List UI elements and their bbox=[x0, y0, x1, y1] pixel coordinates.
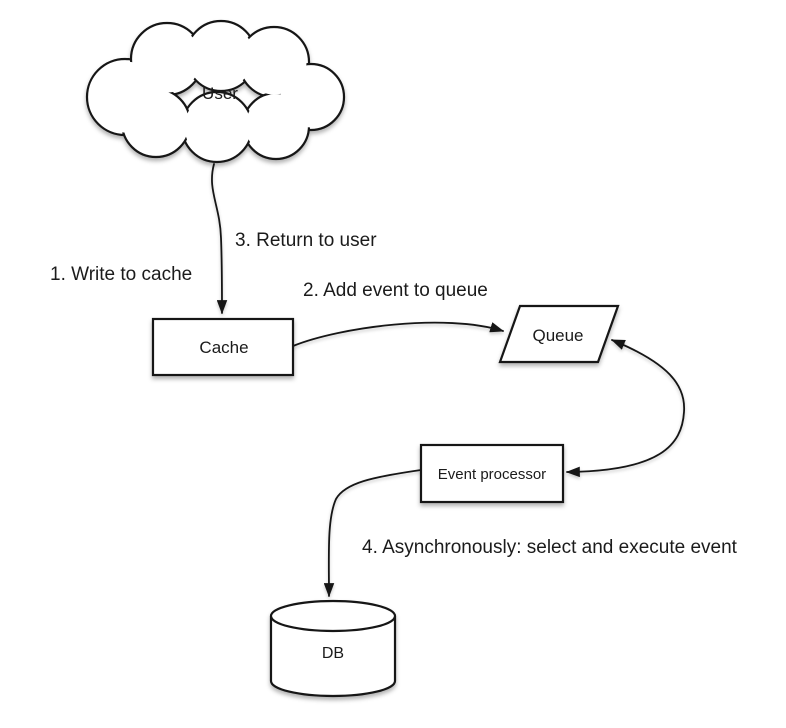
edges-layer bbox=[211, 163, 685, 598]
node-label-event-processor: Event processor bbox=[438, 466, 546, 483]
step-label-asynchronously-select-execute: 4. Asynchronously: select and execute ev… bbox=[362, 537, 738, 558]
node-cache-box bbox=[151, 317, 295, 377]
node-db-cylinder bbox=[269, 599, 397, 698]
shapes-layer bbox=[85, 19, 620, 698]
step-label-return-to-user: 3. Return to user bbox=[235, 230, 377, 251]
node-label-user: User bbox=[202, 84, 238, 103]
node-user-cloud bbox=[85, 19, 346, 164]
edge-user-to-cache bbox=[211, 163, 228, 315]
edge-queue-eventprocessor-bidirectional bbox=[565, 339, 685, 478]
step-label-write-to-cache: 1. Write to cache bbox=[50, 264, 192, 285]
node-event-processor-box bbox=[419, 443, 565, 504]
node-label-cache: Cache bbox=[199, 338, 248, 357]
edge-cache-to-queue bbox=[292, 321, 505, 347]
step-label-add-event-to-queue: 2. Add event to queue bbox=[303, 280, 488, 301]
node-label-db: DB bbox=[322, 645, 344, 662]
node-label-queue: Queue bbox=[532, 326, 583, 345]
edge-eventprocessor-to-db bbox=[323, 469, 422, 598]
node-queue-parallelogram bbox=[498, 304, 620, 364]
labels-layer: User Cache Queue Event processor DB 1. W… bbox=[50, 84, 738, 662]
